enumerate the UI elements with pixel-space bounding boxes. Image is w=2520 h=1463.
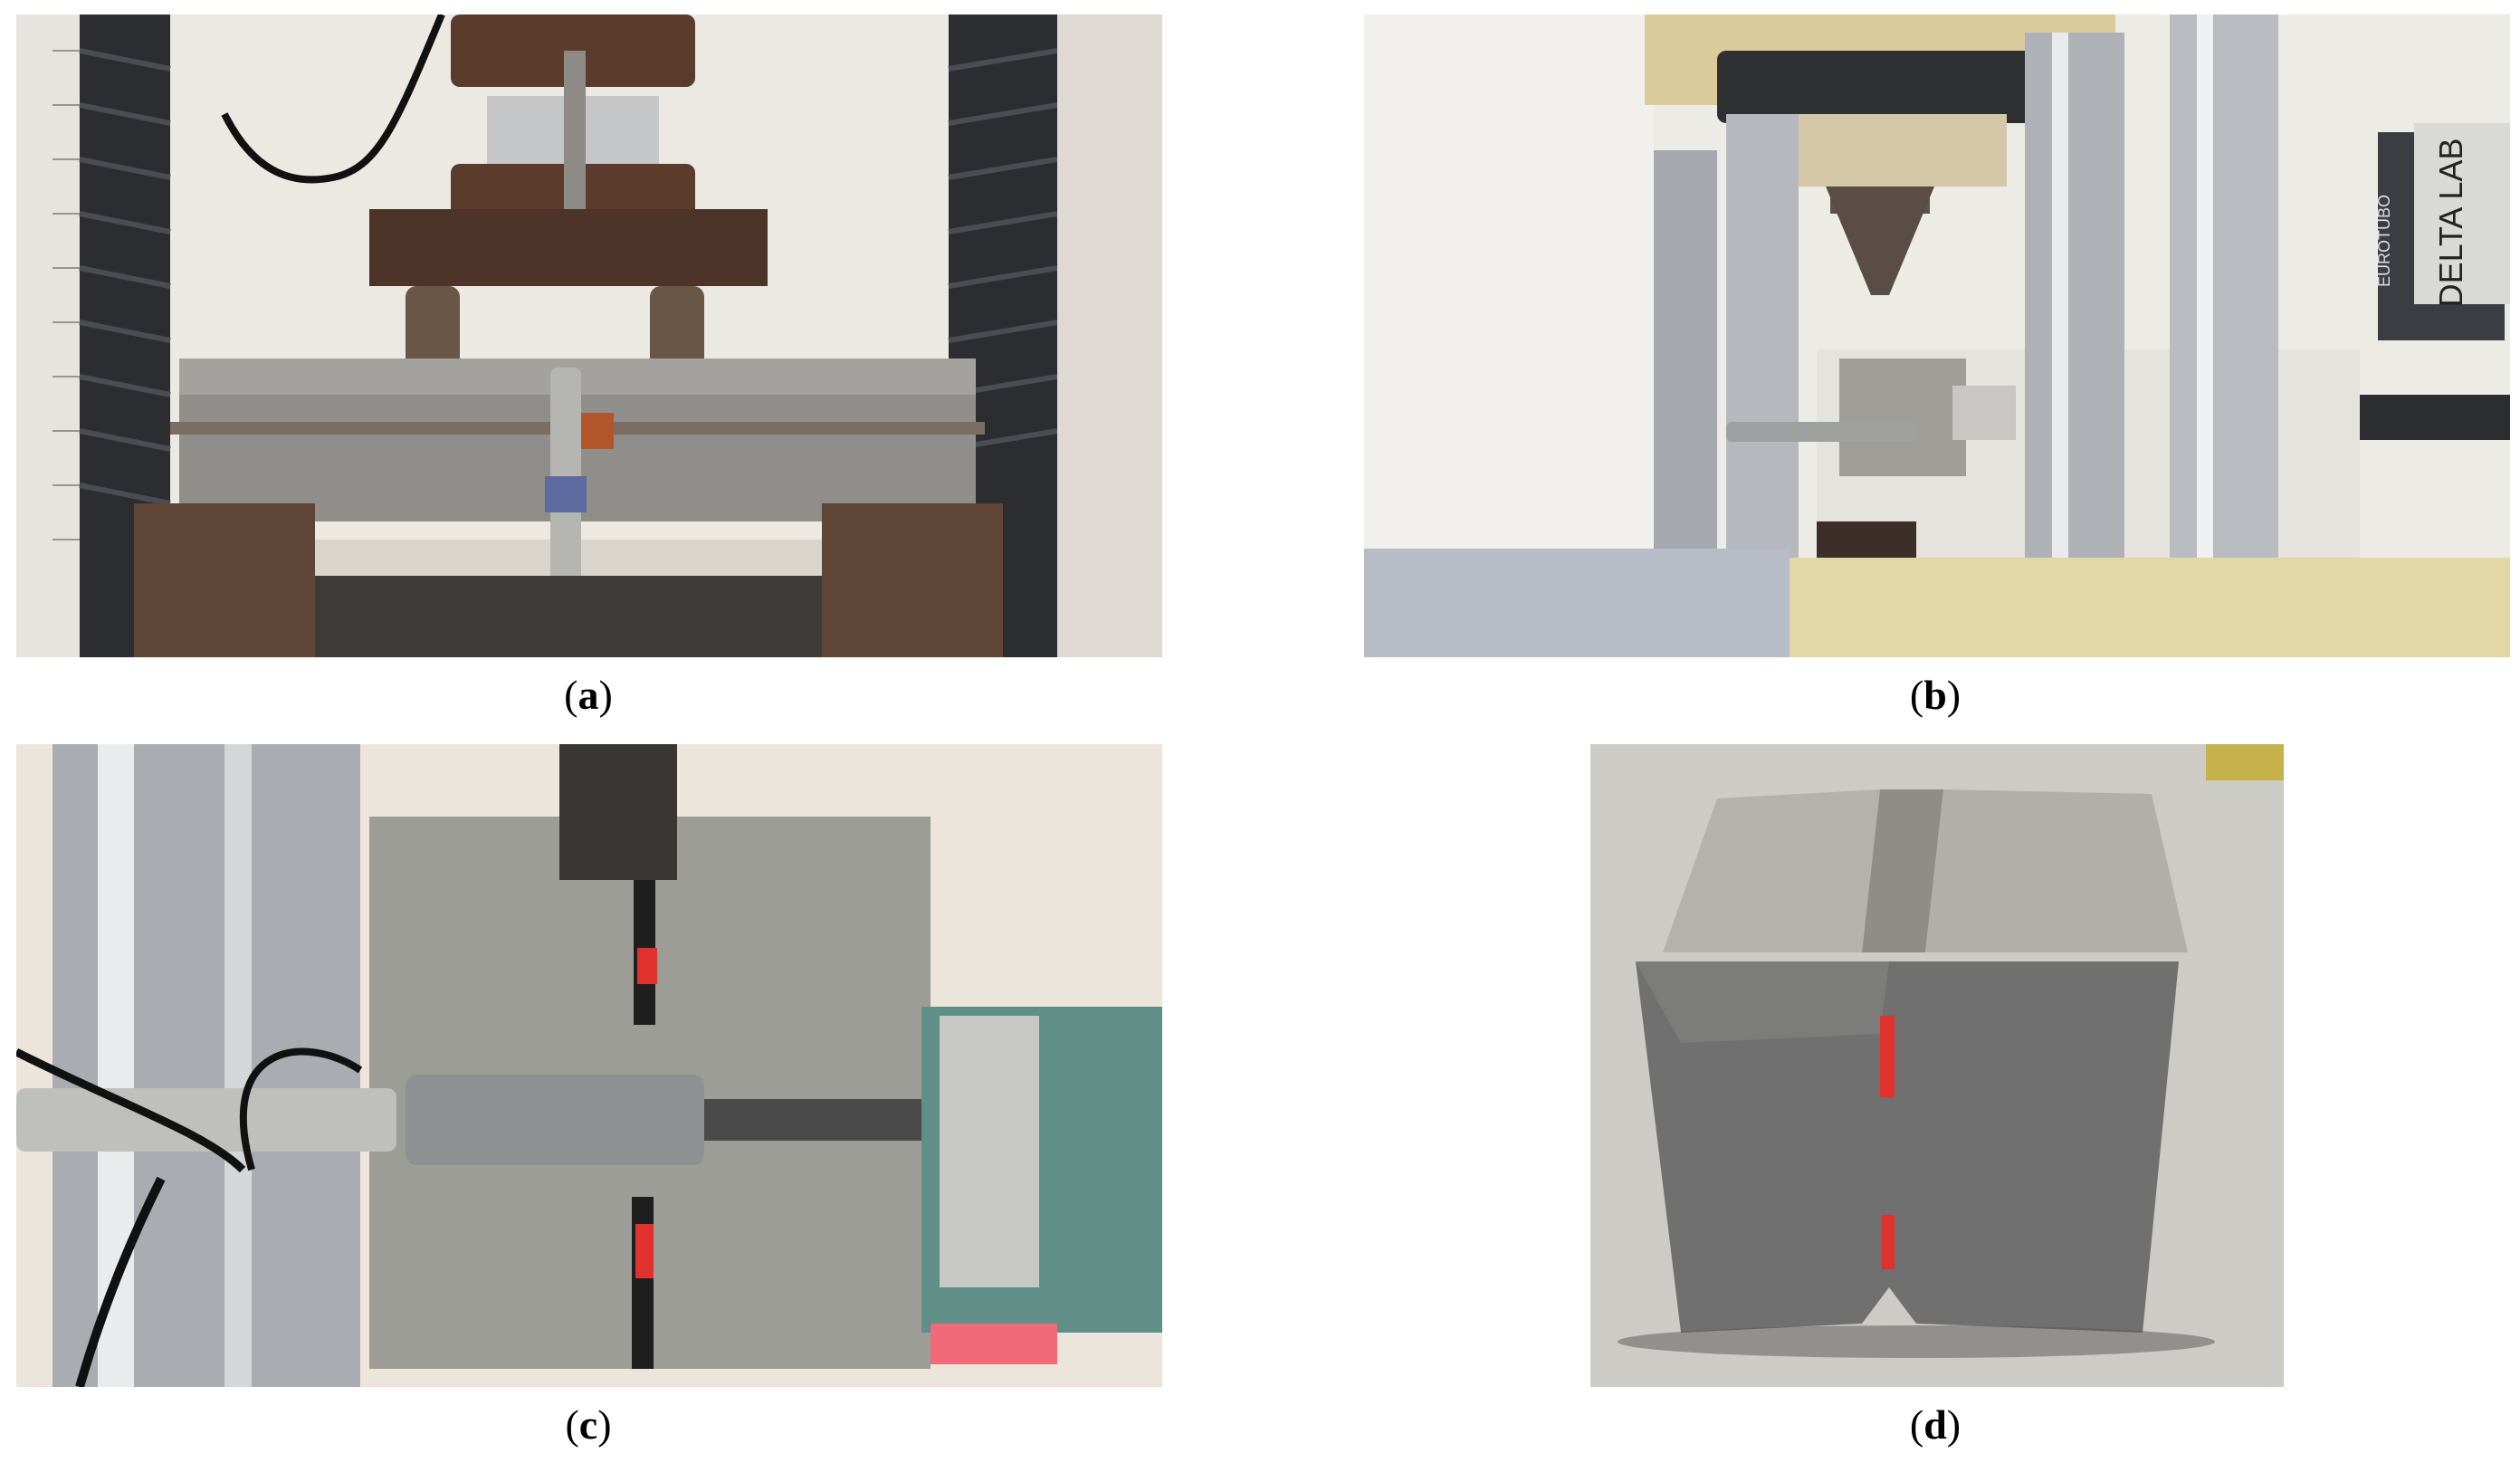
photo-specimen-closeup: [16, 744, 1162, 1387]
photo-test-machine: DELTA LAB EUROTUBO: [1364, 14, 2510, 657]
photo-panel-c: [16, 744, 1162, 1387]
shelf-label: EUROTUBO: [2375, 195, 2393, 287]
photo-panel-b: DELTA LAB EUROTUBO: [1364, 14, 2510, 657]
caption-c: (c): [565, 1401, 612, 1448]
photo-panel-d: [1590, 744, 2284, 1387]
box-label: DELTA LAB: [2432, 139, 2469, 308]
photo-fractured-specimen: [1590, 744, 2284, 1387]
photo-panel-a: [16, 14, 1162, 657]
photo-bending-test: [16, 14, 1162, 657]
caption-a: (a): [564, 672, 613, 718]
caption-d: (d): [1909, 1401, 1962, 1448]
caption-b: (b): [1909, 672, 1962, 718]
